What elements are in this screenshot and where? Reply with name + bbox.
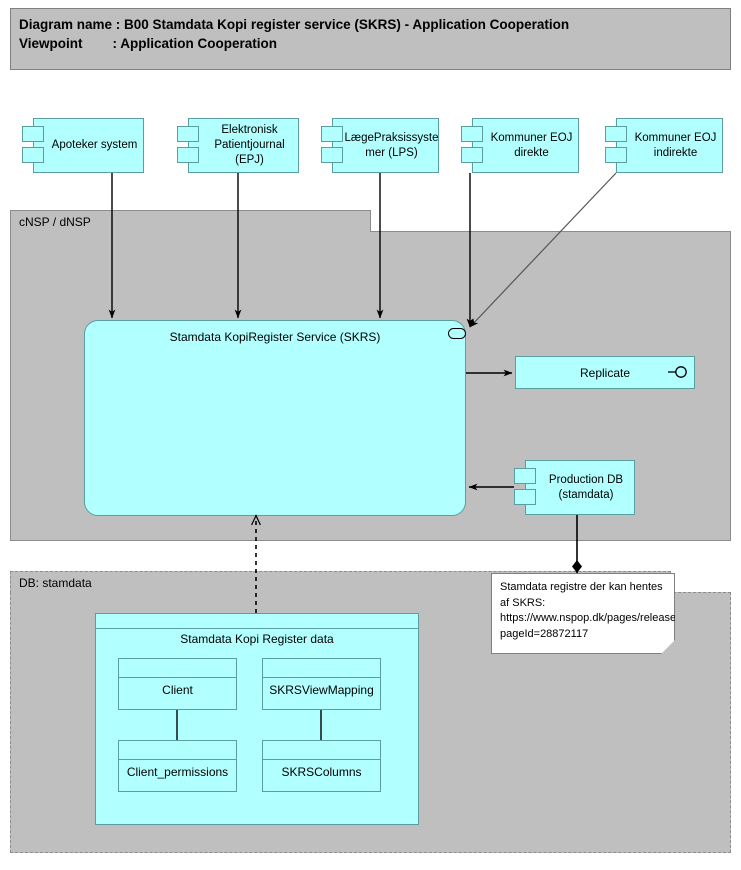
interface-replicate[interactable]: Replicate (515, 356, 695, 389)
lollipop-interface-icon (668, 366, 687, 378)
data-object-container[interactable]: Stamdata Kopi Register data (95, 613, 419, 825)
component-icon (177, 147, 199, 163)
component-kommuner-eoj-indirekte-label: Kommuner EOJ indirekte (634, 131, 717, 159)
component-production-db[interactable]: Production DB (stamdata) (525, 460, 635, 515)
group-cnsp-dnsp-label: cNSP / dNSP (19, 214, 91, 229)
component-kommuner-eoj-direkte[interactable]: Kommuner EOJ direkte (472, 118, 579, 173)
application-service-skrs-label: Stamdata KopiRegister Service (SKRS) (169, 330, 381, 344)
component-icon (514, 489, 536, 505)
component-epj-label: Elektronisk Patientjournal (EPJ) (214, 124, 285, 166)
component-icon (461, 126, 483, 142)
diagram-title-box: Diagram name : B00 Stamdata Kopi registe… (10, 8, 731, 70)
component-icon (22, 147, 44, 163)
diagram-name-line: Diagram name : B00 Stamdata Kopi registe… (19, 17, 570, 32)
component-epj[interactable]: Elektronisk Patientjournal (EPJ) (188, 118, 299, 173)
viewpoint-line: Viewpoint : Application Cooperation (19, 36, 278, 51)
data-object-skrscolumns[interactable]: SKRSColumns (262, 740, 381, 792)
component-kommuner-eoj-direkte-label: Kommuner EOJ direkte (490, 131, 573, 159)
component-icon (321, 147, 343, 163)
note-stamdata-registre: Stamdata registre der kan hentes af SKRS… (491, 573, 675, 654)
data-object-divider (119, 677, 236, 678)
note-text: Stamdata registre der kan hentes af SKRS… (500, 581, 737, 640)
data-object-container-label: Stamdata Kopi Register data (180, 632, 334, 646)
component-production-db-label: Production DB (stamdata) (548, 473, 624, 501)
component-icon (22, 126, 44, 142)
data-object-client-permissions-label: Client_permissions (126, 765, 229, 779)
data-object-skrscolumns-label: SKRSColumns (281, 765, 362, 779)
component-apoteker-system[interactable]: Apoteker system (33, 118, 144, 173)
data-object-divider (96, 628, 418, 629)
component-icon (605, 126, 627, 142)
component-icon (605, 147, 627, 163)
interface-replicate-label: Replicate (579, 365, 631, 380)
data-object-client[interactable]: Client (118, 658, 237, 710)
data-object-divider (263, 759, 380, 760)
component-icon (177, 126, 199, 142)
group-db-stamdata-label: DB: stamdata (19, 575, 92, 590)
component-lps-label: LægePraksissyste mer (LPS) (344, 131, 439, 159)
component-icon (321, 126, 343, 142)
component-icon (514, 468, 536, 484)
data-object-skrsviewmapping-label: SKRSViewMapping (269, 683, 374, 697)
application-service-skrs[interactable]: Stamdata KopiRegister Service (SKRS) (84, 320, 466, 516)
data-object-divider (119, 759, 236, 760)
component-apoteker-system-label: Apoteker system (51, 139, 138, 151)
component-lps[interactable]: LægePraksissyste mer (LPS) (332, 118, 439, 173)
group-cnsp-dnsp-tab: cNSP / dNSP (10, 210, 371, 232)
data-object-divider (263, 677, 380, 678)
component-kommuner-eoj-indirekte[interactable]: Kommuner EOJ indirekte (616, 118, 723, 173)
component-icon (461, 147, 483, 163)
data-object-client-permissions[interactable]: Client_permissions (118, 740, 237, 792)
data-object-skrsviewmapping[interactable]: SKRSViewMapping (262, 658, 381, 710)
application-interface-icon (448, 328, 466, 339)
data-object-client-label: Client (162, 683, 193, 697)
